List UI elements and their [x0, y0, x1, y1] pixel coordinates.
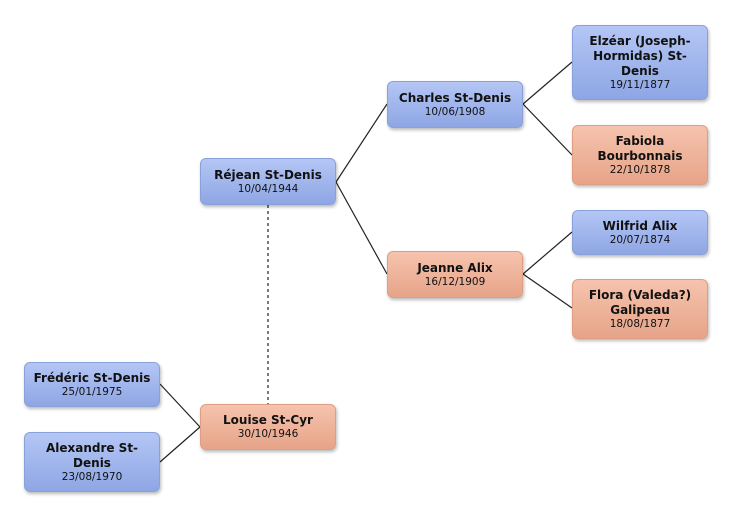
connector-jeanne-flora [522, 273, 573, 309]
connector-alexandre-louise [159, 426, 201, 463]
connector-frederic-louise [159, 383, 201, 428]
person-date: 16/12/1909 [424, 275, 486, 288]
person-name: Flora (Valeda?) Galipeau [588, 287, 692, 317]
person-name: Frédéric St-Denis [33, 370, 151, 385]
connector-charles-fabiola [522, 103, 573, 156]
person-date: 25/01/1975 [61, 385, 123, 398]
person-name: Wilfrid Alix [602, 218, 678, 233]
person-name: Charles St-Denis [398, 90, 512, 105]
person-date: 18/08/1877 [609, 317, 671, 330]
person-jeanne[interactable]: Jeanne Alix 16/12/1909 [387, 251, 523, 298]
connector-charles-elzear [522, 61, 573, 105]
person-frederic[interactable]: Frédéric St-Denis 25/01/1975 [24, 362, 160, 407]
person-name: Jeanne Alix [417, 260, 493, 275]
connector-rejean-charles [335, 103, 388, 183]
person-name: Fabiola Bourbonnais [597, 133, 683, 163]
person-alexandre[interactable]: Alexandre St-Denis 23/08/1970 [24, 432, 160, 492]
connector-jeanne-wilfrid [522, 231, 573, 275]
person-name: Alexandre St-Denis [45, 440, 139, 470]
person-louise[interactable]: Louise St-Cyr 30/10/1946 [200, 404, 336, 450]
person-elzear[interactable]: Elzéar (Joseph-Hormidas) St-Denis 19/11/… [572, 25, 708, 100]
person-charles[interactable]: Charles St-Denis 10/06/1908 [387, 81, 523, 128]
person-date: 10/06/1908 [424, 105, 486, 118]
person-rejean[interactable]: Réjean St-Denis 10/04/1944 [200, 158, 336, 205]
connector-rejean-jeanne [335, 181, 388, 275]
person-name: Louise St-Cyr [223, 413, 313, 427]
person-flora[interactable]: Flora (Valeda?) Galipeau 18/08/1877 [572, 279, 708, 339]
person-date: 23/08/1970 [61, 470, 123, 483]
person-fabiola[interactable]: Fabiola Bourbonnais 22/10/1878 [572, 125, 708, 185]
person-date: 22/10/1878 [609, 163, 671, 176]
person-name: Elzéar (Joseph-Hormidas) St-Denis [589, 33, 691, 78]
person-name: Réjean St-Denis [214, 167, 322, 182]
person-date: 30/10/1946 [237, 428, 299, 440]
person-date: 10/04/1944 [237, 182, 299, 195]
person-wilfrid[interactable]: Wilfrid Alix 20/07/1874 [572, 210, 708, 255]
person-date: 19/11/1877 [609, 78, 671, 91]
person-date: 20/07/1874 [609, 233, 671, 246]
